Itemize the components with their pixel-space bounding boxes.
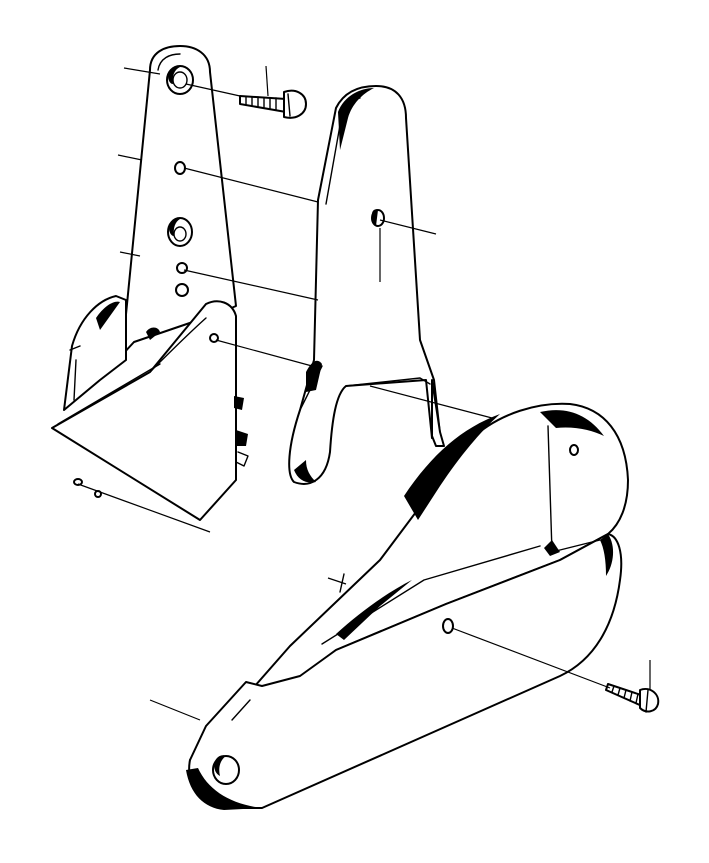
screw-top	[239, 89, 307, 119]
screw-bottom	[605, 683, 660, 713]
leader-lines	[77, 65, 651, 721]
hinge-bracket-rear	[121, 45, 237, 356]
hinge-cover	[186, 402, 629, 810]
hinge-arm-front	[288, 85, 445, 485]
seat-side-trim	[51, 295, 249, 521]
